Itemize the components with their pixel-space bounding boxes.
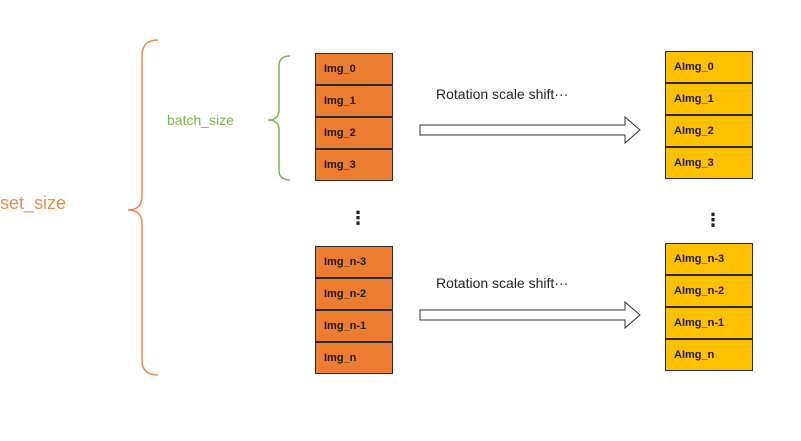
augmented-image-box: AImg_0 bbox=[665, 51, 753, 83]
transform-label-bottom: Rotation scale shift··· bbox=[436, 275, 569, 291]
source-image-box: Img_n bbox=[315, 342, 393, 374]
augmented-image-box: AImg_n-3 bbox=[665, 243, 753, 275]
augmented-image-box: AImg_3 bbox=[665, 147, 753, 179]
arrow-top bbox=[419, 115, 641, 145]
batch-size-label: batch_size bbox=[167, 112, 234, 128]
source-image-box: Img_2 bbox=[315, 117, 393, 149]
ellipsis-augmented: ⋮ bbox=[704, 210, 722, 230]
source-image-box: Img_n-3 bbox=[315, 246, 393, 278]
source-image-box: Img_3 bbox=[315, 149, 393, 181]
augmented-image-box: AImg_2 bbox=[665, 115, 753, 147]
set-size-brace bbox=[127, 39, 159, 376]
ellipsis-source: ⋮ bbox=[349, 208, 367, 228]
set-size-label: set_size bbox=[0, 193, 67, 213]
transform-label-top: Rotation scale shift··· bbox=[436, 86, 569, 102]
source-image-box: Img_n-1 bbox=[315, 310, 393, 342]
batch-size-brace bbox=[267, 55, 291, 181]
source-image-box: Img_n-2 bbox=[315, 278, 393, 310]
augmented-image-box: AImg_n-2 bbox=[665, 275, 753, 307]
arrow-bottom bbox=[419, 300, 641, 330]
source-image-box: Img_0 bbox=[315, 53, 393, 85]
augmented-image-box: AImg_n-1 bbox=[665, 307, 753, 339]
augmented-image-box: AImg_n bbox=[665, 339, 753, 371]
source-image-box: Img_1 bbox=[315, 85, 393, 117]
augmented-image-box: AImg_1 bbox=[665, 83, 753, 115]
